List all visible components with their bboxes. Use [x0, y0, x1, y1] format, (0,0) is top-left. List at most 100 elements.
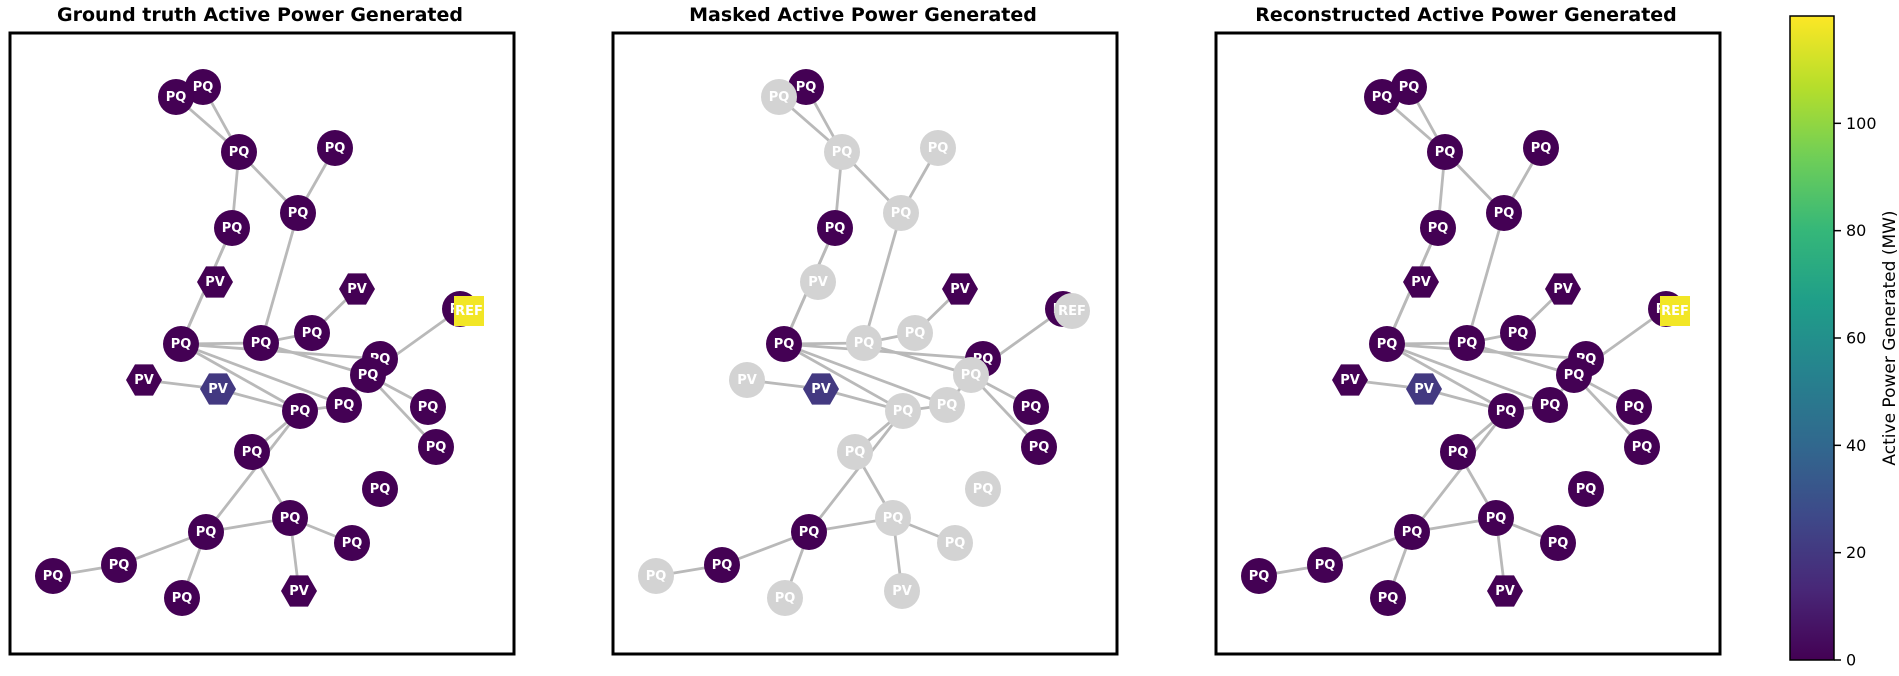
recon-frame	[1214, 31, 1722, 656]
recon-edge	[1465, 341, 1576, 377]
masked-node-shape	[800, 264, 836, 300]
gt-node-label: PQ	[43, 569, 64, 584]
gt-node-shape	[339, 273, 375, 305]
recon-node-shape	[1500, 315, 1536, 351]
gt-node-label: PV	[208, 382, 228, 397]
recon-node-pq: PQ	[1307, 547, 1343, 583]
masked-node-pq: PQ	[846, 325, 882, 361]
gt-node-pq: PQ	[418, 429, 454, 465]
recon-node-pq: PQ	[1391, 69, 1427, 105]
masked-node-shape	[767, 580, 803, 616]
masked-node-pq: PQ	[929, 387, 965, 423]
gt-node-label: PQ	[288, 206, 309, 221]
gt-node-label: PQ	[196, 525, 217, 540]
recon-node-label: PQ	[1402, 525, 1423, 540]
masked-node-shape	[929, 387, 965, 423]
recon-node-label: PQ	[1315, 558, 1336, 573]
masked-node-pq: PQ	[920, 130, 956, 166]
recon-node-shape	[1332, 364, 1368, 396]
recon-node-ref: REF	[1660, 296, 1690, 326]
masked-node-label: PQ	[796, 80, 817, 95]
masked-node-pq: PQ	[788, 69, 824, 105]
masked-node-pq: PQ	[875, 500, 911, 536]
masked-node-shape	[965, 471, 1001, 507]
gt-node-shape	[418, 429, 454, 465]
masked-edge	[782, 342, 985, 361]
recon-node-shape	[1394, 514, 1430, 550]
gt-node-pq: PQ	[158, 79, 194, 115]
gt-node-pq: PQ	[362, 471, 398, 507]
masked-node-shape	[766, 326, 802, 362]
gt-node-pq: PQ	[317, 130, 353, 166]
gt-node-label: PQ	[166, 90, 187, 105]
recon-node-label: PV	[1414, 382, 1434, 397]
recon-node-label: PQ	[1624, 400, 1645, 415]
masked-node-shape	[846, 325, 882, 361]
gt-node-shape	[272, 500, 308, 536]
masked-node-shape	[953, 357, 989, 393]
masked-node-label: PV	[950, 282, 970, 297]
colorbar-tick-label: 20	[1846, 543, 1866, 562]
masked-node-label: PQ	[905, 326, 926, 341]
masked-node-shape	[937, 525, 973, 561]
masked-node-shape	[885, 393, 921, 429]
gt-node-shape	[454, 296, 484, 326]
recon-node-shape	[1532, 387, 1568, 423]
gt-node-shape	[234, 434, 270, 470]
recon-node-label: PQ	[1632, 440, 1653, 455]
gt-node-label: PQ	[370, 482, 391, 497]
recon-node-pq: PQ	[1568, 471, 1604, 507]
masked-node-label: PQ	[973, 482, 994, 497]
recon-node-shape	[1403, 266, 1439, 298]
masked-node-shape	[638, 558, 674, 594]
gt-node-shape	[294, 315, 330, 351]
recon-node-label: PQ	[1377, 337, 1398, 352]
gt-node-shape	[214, 210, 250, 246]
gt-node-pv: PV	[281, 575, 317, 607]
gt-node-pq: PQ	[221, 134, 257, 170]
gt-node-label: PQ	[325, 141, 346, 156]
masked-node-shape	[884, 573, 920, 609]
recon-node-pv: PV	[1403, 266, 1439, 298]
masked-node-shape	[875, 500, 911, 536]
recon-node-shape	[1449, 325, 1485, 361]
gt-node-label: PQ	[222, 221, 243, 236]
gt-node-pv: PV	[339, 273, 375, 305]
recon-node-shape	[1369, 326, 1405, 362]
masked-node-pv: PV	[800, 264, 836, 300]
gt-node-shape	[326, 387, 362, 423]
gt-node-pq: PQ	[163, 326, 199, 362]
recon-node-shape	[1427, 134, 1463, 170]
recon-node-label: PQ	[1494, 206, 1515, 221]
recon-node-pq: PQ	[1540, 525, 1576, 561]
masked-node-shape	[761, 79, 797, 115]
masked-node-pq: PQ	[883, 195, 919, 231]
recon-node-shape	[1440, 434, 1476, 470]
recon-node-pq: PQ	[1420, 210, 1456, 246]
gt-node-label: PQ	[418, 400, 439, 415]
masked-node-pq: PQ	[791, 514, 827, 550]
gt-node-pq: PQ	[326, 387, 362, 423]
masked-node-shape	[729, 362, 765, 398]
recon-node-label: PQ	[1496, 404, 1517, 419]
masked-edge	[782, 342, 905, 413]
recon-node-shape	[1660, 296, 1690, 326]
gt-node-label: PQ	[334, 398, 355, 413]
recon-node-label: PQ	[1548, 536, 1569, 551]
recon-node-shape	[1488, 393, 1524, 429]
masked-node-pq: PQ	[1013, 389, 1049, 425]
colorbar-tick-label: 60	[1846, 329, 1866, 348]
masked-node-label: PQ	[891, 206, 912, 221]
reconstructed-graph: PQPQPQPQPQPQPVPVPQPQPQPQREFPVPVPQPQPQPQP…	[1214, 31, 1722, 656]
gt-node-shape	[350, 357, 386, 393]
masked-node-label: PQ	[646, 569, 667, 584]
recon-node-label: PQ	[1249, 569, 1270, 584]
masked-node-label: PQ	[832, 145, 853, 160]
recon-node-shape	[1568, 471, 1604, 507]
recon-node-label: PQ	[1457, 336, 1478, 351]
masked-node-shape	[883, 195, 919, 231]
masked-node-pq: PQ	[965, 471, 1001, 507]
masked-node-shape	[942, 273, 978, 305]
masked-node-shape	[837, 434, 873, 470]
masked-node-shape	[704, 547, 740, 583]
